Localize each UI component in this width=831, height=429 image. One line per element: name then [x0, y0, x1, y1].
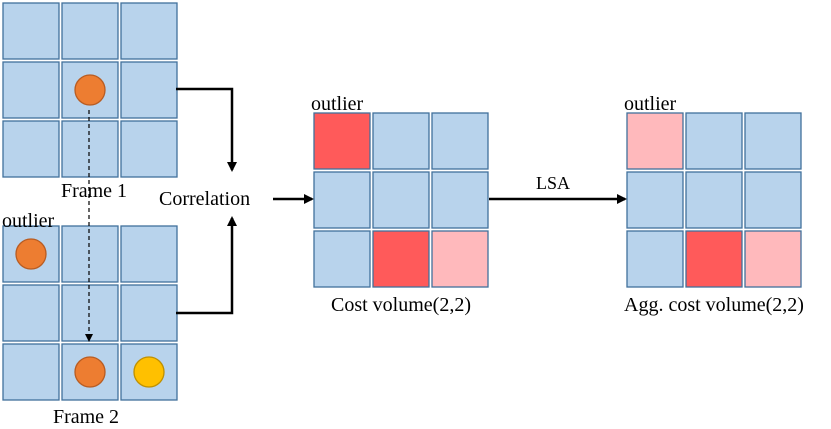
cost-cell-1 — [372, 112, 430, 170]
frame2-to-correlation-arrow — [176, 216, 237, 315]
frame2-point-2 — [133, 356, 165, 388]
cost-cell-8 — [431, 230, 489, 288]
frame1-cell-1 — [61, 2, 119, 60]
frame1-cell-0 — [2, 2, 60, 60]
cost-cell-2 — [431, 112, 489, 170]
frame1-cell-6 — [2, 120, 60, 178]
agg-cell-4 — [685, 171, 743, 229]
lsa-label: LSA — [536, 173, 570, 193]
cost-cell-7 — [372, 230, 430, 288]
cost-cell-5 — [431, 171, 489, 229]
frame2-cell-4 — [61, 284, 119, 342]
agg-cell-3 — [626, 171, 684, 229]
cost-outlier-label: outlier — [311, 93, 364, 115]
frame2-label: Frame 2 — [53, 406, 119, 428]
cost-cell-3 — [313, 171, 371, 229]
frame1-cell-3 — [2, 61, 60, 119]
agg-outlier-label: outlier — [624, 93, 677, 115]
cost-cell-6 — [313, 230, 371, 288]
frame2-cell-5 — [120, 284, 178, 342]
agg-cell-1 — [685, 112, 743, 170]
agg-cost-volume-label: Agg. cost volume(2,2) — [624, 294, 804, 316]
frame1-cell-2 — [120, 2, 178, 60]
frame1-cell-8 — [120, 120, 178, 178]
frame1-label: Frame 1 — [61, 180, 127, 202]
agg-cell-7 — [685, 230, 743, 288]
agg-cost-volume-grid — [626, 112, 802, 288]
frame2-grid — [2, 225, 178, 401]
correlation-label: Correlation — [159, 188, 250, 210]
cost-volume-grid — [313, 112, 489, 288]
cost-cell-4 — [372, 171, 430, 229]
frame2-cell-1 — [61, 225, 119, 283]
agg-cell-5 — [744, 171, 802, 229]
frame1-cell-7 — [61, 120, 119, 178]
cost-cell-0 — [313, 112, 371, 170]
frame2-cell-3 — [2, 284, 60, 342]
agg-cell-2 — [744, 112, 802, 170]
frame2-point-0 — [15, 238, 47, 270]
cost-volume-label: Cost volume(2,2) — [331, 294, 471, 316]
frame2-outlier-label: outlier — [2, 210, 55, 232]
frame2-point-1 — [74, 356, 106, 388]
frame1-point-0 — [74, 74, 106, 106]
agg-cell-0 — [626, 112, 684, 170]
frame1-grid — [2, 2, 178, 178]
agg-cell-8 — [744, 230, 802, 288]
frame2-cell-2 — [120, 225, 178, 283]
frame2-cell-6 — [2, 343, 60, 401]
frame1-cell-5 — [120, 61, 178, 119]
agg-cell-6 — [626, 230, 684, 288]
frame1-to-correlation-arrow — [176, 87, 237, 172]
